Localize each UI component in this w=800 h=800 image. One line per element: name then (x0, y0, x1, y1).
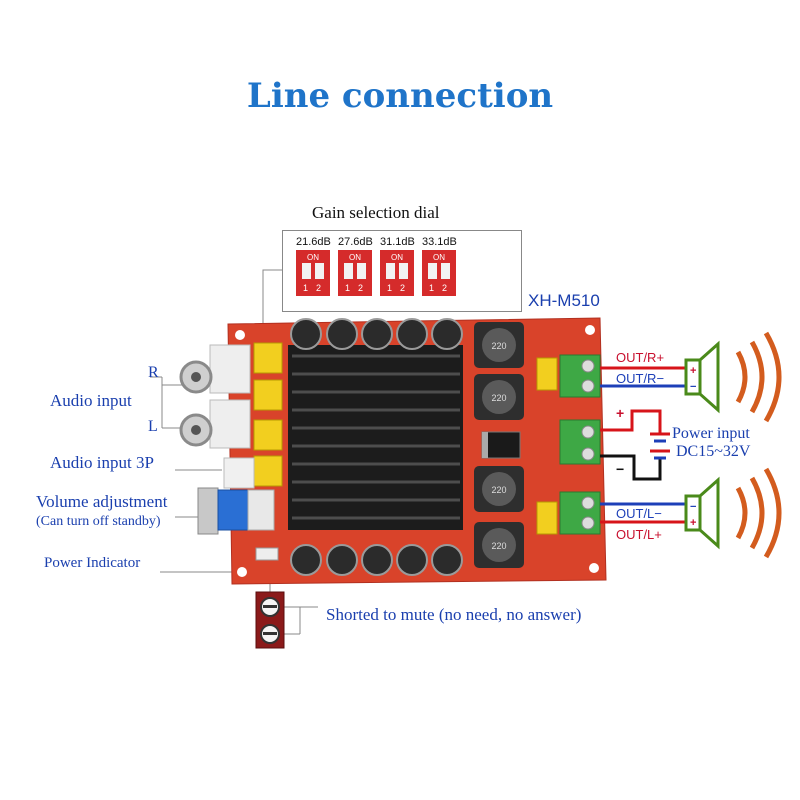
dip-lever-2 (399, 263, 408, 279)
power-minus-sign: − (616, 461, 625, 477)
audio-l-label: L (148, 418, 158, 435)
speaker-l-plus: + (690, 517, 696, 529)
speaker-r-plus: + (690, 365, 696, 377)
inductor-marking: 220 (491, 393, 506, 403)
dip-lever-1 (386, 263, 395, 279)
dip-num-2: 2 (358, 283, 364, 293)
gain-switch-4[interactable]: 33.1dB ON 1 2 (422, 236, 457, 296)
dip-switch[interactable]: ON 1 2 (422, 250, 456, 296)
dip-on-label: ON (433, 253, 445, 262)
dip-lever-2 (315, 263, 324, 279)
volume-note-label: (Can turn off standby) (36, 514, 161, 529)
volume-adjustment-label: Volume adjustment (36, 492, 168, 511)
power-plus-sign: + (616, 405, 625, 421)
mute-label: Shorted to mute (no need, no answer) (326, 605, 582, 624)
dip-switch[interactable]: ON 1 2 (338, 250, 372, 296)
gain-db-label: 33.1dB (422, 236, 457, 248)
out-l-plus-label: OUT/L+ (616, 527, 662, 542)
gain-db-label: 21.6dB (296, 236, 331, 248)
out-l-minus-label: OUT/L− (616, 506, 662, 521)
heatsink (288, 345, 463, 530)
speaker-l-minus: − (690, 501, 696, 513)
inductor-marking: 220 (491, 541, 506, 551)
wire-power-plus (600, 409, 662, 434)
audio-input-label: Audio input (50, 391, 132, 410)
dip-on-label: ON (391, 253, 403, 262)
top-capacitors (290, 318, 463, 350)
dip-lever-2 (441, 263, 450, 279)
dip-switch[interactable]: ON 1 2 (380, 250, 414, 296)
dip-lever-1 (344, 263, 353, 279)
dip-lever-1 (428, 263, 437, 279)
page-title: Line connection (246, 76, 554, 116)
dip-switch[interactable]: ON 1 2 (296, 250, 330, 296)
speaker-left-icon (684, 467, 782, 559)
audio-input-3p-label: Audio input 3P (50, 453, 154, 472)
power-indicator-label: Power Indicator (44, 555, 141, 571)
power-range-label: DC15~32V (676, 443, 751, 460)
gain-switch-3[interactable]: 31.1dB ON 1 2 (380, 236, 415, 296)
gain-switch-2[interactable]: 27.6dB ON 1 2 (338, 236, 373, 296)
dip-on-label: ON (349, 253, 361, 262)
dip-num-1: 1 (387, 283, 393, 293)
volume-potentiometer (197, 487, 275, 535)
mute-jumper (255, 591, 285, 649)
gain-switch-1[interactable]: 21.6dB ON 1 2 (296, 236, 331, 296)
gain-selection-box (282, 230, 522, 312)
dip-num-2: 2 (400, 283, 406, 293)
out-r-minus-label: OUT/R− (616, 371, 665, 386)
gain-db-label: 27.6dB (338, 236, 373, 248)
gain-db-label: 31.1dB (380, 236, 415, 248)
dip-num-2: 2 (442, 283, 448, 293)
dip-num-1: 1 (345, 283, 351, 293)
inductors (474, 322, 524, 568)
dip-lever-1 (302, 263, 311, 279)
power-led (255, 547, 279, 561)
out-r-plus-label: OUT/R+ (616, 350, 665, 365)
audio-3p-header (223, 457, 255, 489)
bottom-capacitors (290, 544, 463, 576)
gain-selection-label: Gain selection dial (312, 203, 440, 222)
audio-r-label: R (148, 364, 159, 381)
dip-num-1: 1 (303, 283, 309, 293)
film-capacitors (253, 342, 558, 535)
terminal-blocks (559, 354, 601, 535)
dip-num-1: 1 (429, 283, 435, 293)
model-label: XH-M510 (528, 291, 600, 310)
inductor-marking: 220 (491, 485, 506, 495)
dip-lever-2 (357, 263, 366, 279)
speaker-r-minus: − (690, 381, 696, 393)
speaker-right-icon (684, 331, 782, 423)
power-input-label: Power input (672, 425, 750, 442)
battery-icon (650, 432, 670, 460)
gain-leader-line (262, 269, 282, 330)
rca-jacks (179, 344, 251, 449)
inductor-marking: 220 (491, 341, 506, 351)
wire-power-minus (600, 454, 662, 481)
dip-on-label: ON (307, 253, 319, 262)
dip-num-2: 2 (316, 283, 322, 293)
power-diode (481, 431, 521, 459)
